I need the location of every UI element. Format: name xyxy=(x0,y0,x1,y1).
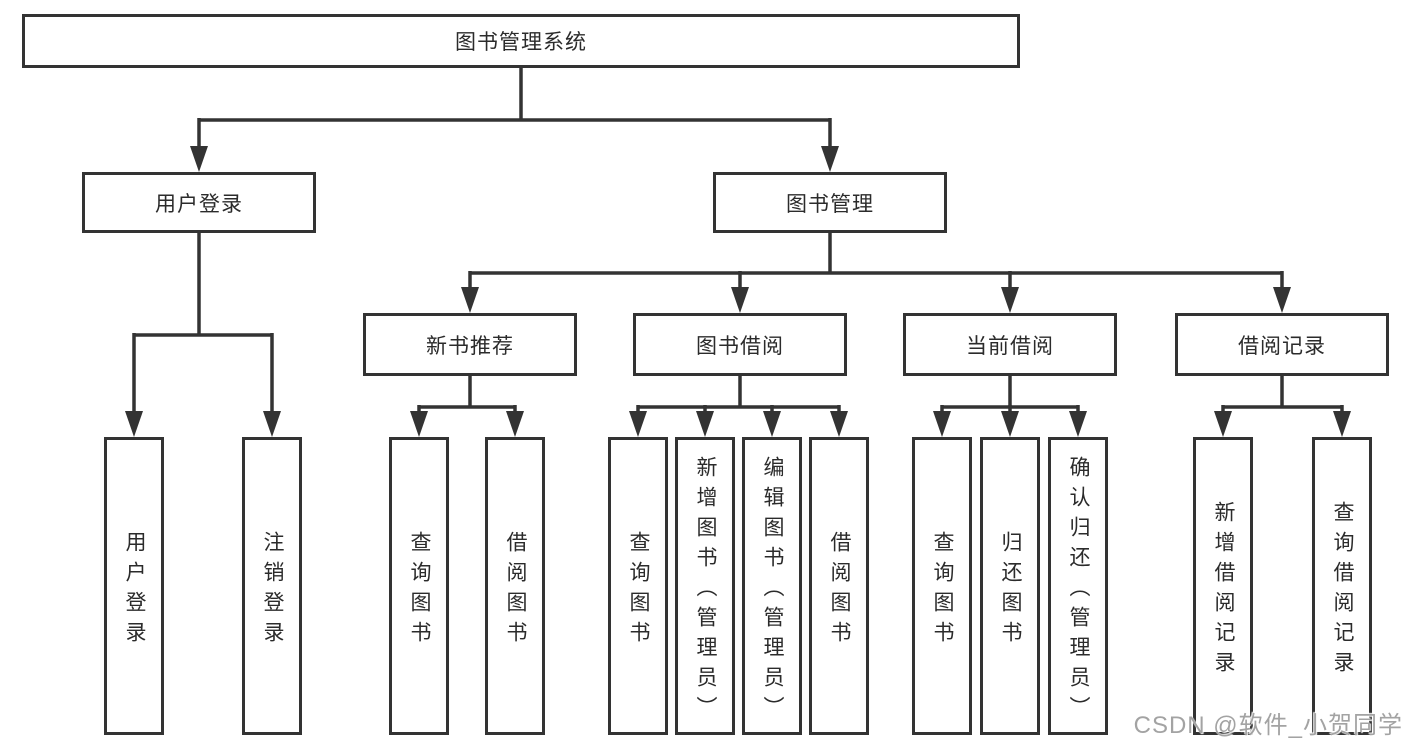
node-label: 新增借阅记录 xyxy=(1212,500,1235,681)
node-label: 用户登录 xyxy=(155,192,243,216)
node-label: 借阅图书 xyxy=(828,530,851,651)
csdn-watermark: CSDN @软件_小贺同学 xyxy=(1133,712,1403,739)
node-add-borrow-record: 新增借阅记录 xyxy=(1193,437,1253,735)
node-label: 新书推荐 xyxy=(426,334,514,358)
node-borrowing-records: 借阅记录 xyxy=(1175,313,1389,376)
node-label: 图书管理系统 xyxy=(455,31,587,54)
node-book-management-branch: 图书管理 xyxy=(713,172,947,233)
node-label: 编辑图书（管理员） xyxy=(761,455,784,726)
node-label: 查询借阅记录 xyxy=(1331,500,1354,681)
node-new-book-recommend: 新书推荐 xyxy=(363,313,577,376)
node-label: 归还图书 xyxy=(999,530,1022,651)
arrowheads xyxy=(125,146,1351,437)
node-label: 借阅图书 xyxy=(504,530,527,651)
node-current-query-books: 查询图书 xyxy=(912,437,972,735)
node-add-books-admin: 新增图书（管理员） xyxy=(675,437,735,735)
node-confirm-return-admin: 确认归还（管理员） xyxy=(1048,437,1108,735)
node-label: 借阅记录 xyxy=(1238,334,1326,358)
node-book-borrowing: 图书借阅 xyxy=(633,313,847,376)
node-user-login-branch: 用户登录 xyxy=(82,172,316,233)
node-logout-leaf: 注销登录 xyxy=(242,437,302,735)
node-label: 查询图书 xyxy=(627,530,650,651)
node-query-borrow-record: 查询借阅记录 xyxy=(1312,437,1372,735)
node-current-borrowing: 当前借阅 xyxy=(903,313,1117,376)
node-label: 用户登录 xyxy=(123,530,146,651)
node-label: 图书借阅 xyxy=(696,334,784,358)
node-return-books: 归还图书 xyxy=(980,437,1040,735)
node-label: 确认归还（管理员） xyxy=(1067,455,1090,726)
node-recommend-borrow-books: 借阅图书 xyxy=(485,437,545,735)
node-label: 新增图书（管理员） xyxy=(694,455,717,726)
node-label: 当前借阅 xyxy=(966,334,1054,358)
node-label: 查询图书 xyxy=(408,530,431,651)
node-root-system: 图书管理系统 xyxy=(22,14,1020,68)
node-borrowing-borrow-books: 借阅图书 xyxy=(809,437,869,735)
node-edit-books-admin: 编辑图书（管理员） xyxy=(742,437,802,735)
node-label: 查询图书 xyxy=(931,530,954,651)
node-label: 图书管理 xyxy=(786,192,874,216)
node-borrowing-query-books: 查询图书 xyxy=(608,437,668,735)
node-recommend-query-books: 查询图书 xyxy=(389,437,449,735)
node-label: 注销登录 xyxy=(261,530,284,651)
node-user-login-leaf: 用户登录 xyxy=(104,437,164,735)
